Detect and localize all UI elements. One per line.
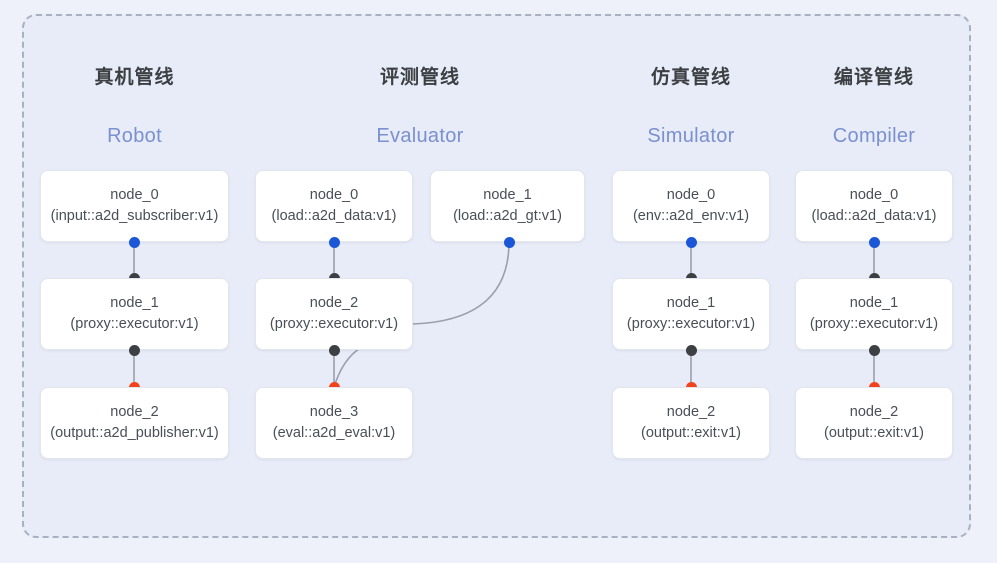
column-title-robot: 真机管线	[94, 67, 175, 88]
node-label-name: node_0	[110, 187, 159, 203]
node-label-kind: (env::a2d_env:v1)	[632, 208, 750, 224]
node-compiler-0[interactable]: node_0 (load::a2d_data:v1)	[795, 170, 953, 242]
node-label-kind: (proxy::executor:v1)	[269, 316, 399, 332]
port-out-blue-simulator-0[interactable]	[685, 236, 697, 248]
column-subtitle-compiler: Compiler	[832, 125, 916, 147]
node-compiler-1[interactable]: node_1 (proxy::executor:v1)	[795, 278, 953, 350]
port-out-dark-simulator-1[interactable]	[685, 344, 697, 356]
node-simulator-0[interactable]: node_0 (env::a2d_env:v1)	[612, 170, 770, 242]
node-evaluator-2[interactable]: node_2 (proxy::executor:v1)	[255, 278, 413, 350]
node-robot-1[interactable]: node_1 (proxy::executor:v1)	[40, 278, 229, 350]
column-subtitle-evaluator: Evaluator	[376, 125, 464, 147]
port-out-dark-evaluator-2[interactable]	[328, 344, 340, 356]
node-robot-0[interactable]: node_0 (input::a2d_subscriber:v1)	[40, 170, 229, 242]
column-title-compiler: 编译管线	[833, 67, 914, 88]
node-label-kind: (input::a2d_subscriber:v1)	[50, 208, 219, 224]
node-label-kind: (proxy::executor:v1)	[626, 316, 756, 332]
node-label-name: node_0	[849, 187, 899, 203]
port-out-blue-robot-0[interactable]	[128, 236, 140, 248]
port-out-dark-compiler-1[interactable]	[868, 344, 880, 356]
port-out-blue-evaluator-1[interactable]	[503, 236, 515, 248]
node-label-name: node_2	[110, 404, 159, 420]
node-label-name: node_1	[110, 295, 159, 311]
node-label-kind: (eval::a2d_eval:v1)	[272, 425, 396, 441]
node-simulator-1[interactable]: node_1 (proxy::executor:v1)	[612, 278, 770, 350]
column-title-evaluator: 评测管线	[379, 67, 460, 88]
node-simulator-2[interactable]: node_2 (output::exit:v1)	[612, 387, 770, 459]
node-label-name: node_2	[849, 404, 899, 420]
port-out-blue-compiler-0[interactable]	[868, 236, 880, 248]
port-out-blue-evaluator-0[interactable]	[328, 236, 340, 248]
node-robot-2[interactable]: node_2 (output::a2d_publisher:v1)	[40, 387, 229, 459]
node-label-kind: (output::exit:v1)	[641, 425, 741, 441]
node-label-name: node_3	[309, 404, 359, 420]
node-evaluator-0[interactable]: node_0 (load::a2d_data:v1)	[255, 170, 413, 242]
node-label-kind: (proxy::executor:v1)	[809, 316, 939, 332]
node-label-kind: (load::a2d_data:v1)	[271, 208, 397, 224]
node-label-name: node_1	[666, 295, 716, 311]
node-label-kind: (load::a2d_data:v1)	[811, 208, 937, 224]
node-label-name: node_1	[483, 187, 532, 203]
node-label-name: node_1	[849, 295, 899, 311]
node-label-name: node_2	[666, 404, 716, 420]
node-label-kind: (proxy::executor:v1)	[70, 316, 199, 332]
port-out-dark-robot-1[interactable]	[128, 344, 140, 356]
node-evaluator-3[interactable]: node_3 (eval::a2d_eval:v1)	[255, 387, 413, 459]
node-label-name: node_0	[666, 187, 716, 203]
node-compiler-2[interactable]: node_2 (output::exit:v1)	[795, 387, 953, 459]
node-label-name: node_2	[309, 295, 359, 311]
node-label-kind: (output::exit:v1)	[824, 425, 924, 441]
column-title-simulator: 仿真管线	[650, 67, 731, 88]
node-label-name: node_0	[309, 187, 359, 203]
node-label-kind: (load::a2d_gt:v1)	[453, 208, 562, 224]
column-subtitle-simulator: Simulator	[647, 125, 735, 147]
node-label-kind: (output::a2d_publisher:v1)	[50, 425, 219, 441]
column-subtitle-robot: Robot	[107, 125, 162, 147]
node-evaluator-1[interactable]: node_1 (load::a2d_gt:v1)	[430, 170, 585, 242]
